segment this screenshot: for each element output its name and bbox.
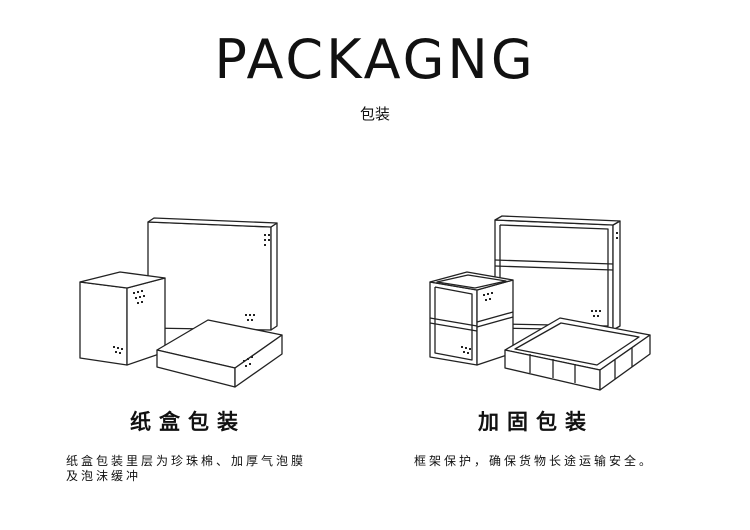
reinforced-description-line: 框架保护，确保货物长途运输安全。: [414, 454, 655, 468]
reinforced-packaging-title: 加固包装: [478, 410, 594, 434]
cardboard-packaging-title: 纸盒包装: [130, 410, 246, 434]
page-title: PACKAGNG: [214, 28, 536, 91]
reinforced-packaging-description: 框架保护，确保货物长途运输安全。: [414, 454, 714, 469]
page-subtitle: 包装: [359, 105, 390, 123]
cardboard-description-line: 纸盒包装里层为珍珠棉、加厚气泡膜: [66, 454, 307, 468]
cardboard-description-line: 及泡沫缓冲: [66, 469, 142, 483]
cardboard-boxes-illustration: [75, 210, 295, 395]
cardboard-packaging-description: 纸盒包装里层为珍珠棉、加厚气泡膜 及泡沫缓冲: [66, 454, 356, 484]
wooden-crates-illustration: [425, 210, 660, 395]
